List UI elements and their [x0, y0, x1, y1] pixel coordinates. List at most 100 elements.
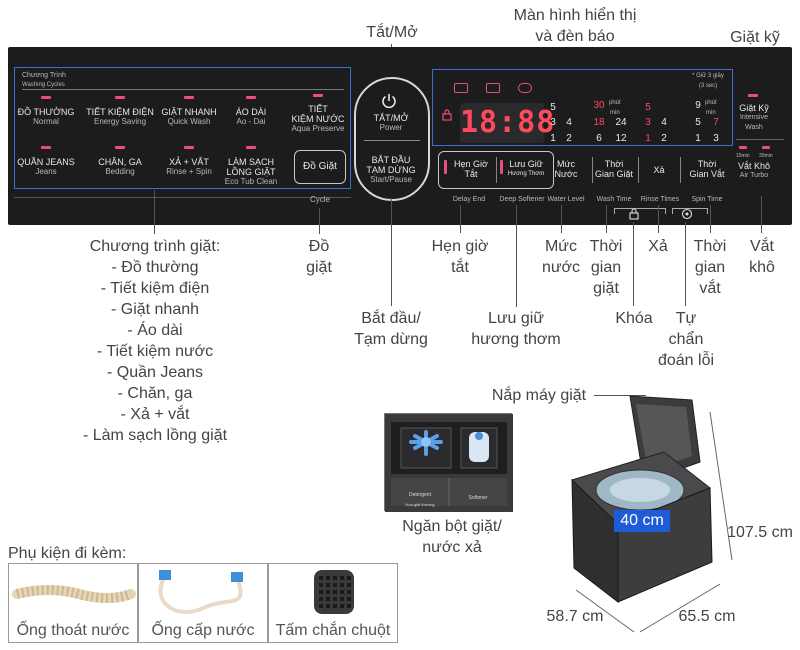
softener-led — [500, 160, 503, 174]
cycle-led-normal — [41, 96, 51, 99]
washing-machine — [571, 395, 713, 604]
wash-time-18: 18 — [593, 117, 605, 128]
cycle-led-tub-clean — [246, 146, 256, 149]
water-level-en: Water Level — [547, 196, 585, 203]
callout-delay: Hẹn giờ tắt — [431, 238, 489, 276]
callout-drawer: Ngăn bột giặt/ nước xả — [402, 518, 502, 556]
dim-height-label: 107.5 cm — [727, 524, 793, 541]
callout-line-diag — [685, 222, 686, 306]
deep-softener-en: Deep Softener — [499, 196, 545, 203]
lock-bracket — [614, 208, 666, 214]
spin-time-en: Spin Time — [691, 196, 723, 203]
panel-bottom-rule — [14, 197, 351, 198]
rinse-5: 5 — [645, 102, 651, 113]
callout-line-softener — [516, 205, 517, 307]
dim-width-line — [575, 589, 635, 633]
wash-time-12: 12 — [615, 133, 627, 144]
lock-icon — [629, 207, 639, 220]
callout-line-lock — [633, 222, 634, 306]
cycle-led-quick — [184, 96, 194, 99]
turbo-led-15 — [739, 146, 747, 149]
power-start-divider — [364, 140, 420, 141]
diag-bracket — [672, 208, 708, 214]
callout-line-programs — [154, 190, 155, 234]
spin-7: 7 — [713, 117, 719, 128]
hold-3s-note: * Giữ 3 giây(3 sec) — [692, 73, 724, 89]
callout-line-airturbo — [761, 196, 762, 233]
intensive-turbo-divider — [736, 139, 784, 140]
drain-hose-icon — [12, 585, 136, 603]
cycle-led-energy — [115, 96, 125, 99]
accessory-drain-hose: Ống thoát nước — [8, 563, 138, 643]
delay-soft-divider — [496, 157, 497, 183]
dim-width-label: 58.7 cm — [546, 608, 604, 625]
callout-display: Màn hình hiển thị và đèn báo — [513, 7, 637, 45]
lid-glass — [636, 404, 692, 472]
spin-5: 5 — [695, 117, 701, 128]
dim-depth-label: 65.5 cm — [678, 608, 736, 625]
cycles-subtitle: Washing Cycles — [22, 82, 65, 88]
turbo-30min: 30min — [759, 153, 773, 159]
accessories-title: Phụ kiện đi kèm: — [8, 545, 127, 562]
power-icon[interactable] — [380, 92, 398, 110]
callout-line-spintime — [710, 205, 711, 233]
delay-end-en: Delay End — [452, 196, 486, 203]
water-level-1: 1 — [550, 133, 556, 144]
spin-3: 3 — [713, 133, 719, 144]
cycle-button[interactable]: Đồ Giặt — [294, 150, 346, 184]
inlet-hose-icon — [158, 570, 243, 614]
intensive-led — [748, 94, 758, 97]
wash-time-30: 30 — [593, 100, 605, 111]
rinse-button[interactable]: Xả — [653, 165, 665, 175]
dim-inner-label: 40 cm — [620, 512, 664, 529]
cycle-led-aodai — [246, 96, 256, 99]
spin-9: 9 — [695, 100, 701, 111]
diag-icon — [681, 207, 693, 220]
dimension-lines — [575, 411, 733, 633]
cycles-frame — [14, 67, 351, 189]
callout-line-washtime — [606, 205, 607, 233]
accessory-inlet-hose: Ống cấp nước — [138, 563, 268, 643]
wash-time-6: 6 — [596, 133, 602, 144]
callout-line-cycle — [319, 208, 320, 234]
callout-start: Bắt đầu/ Tạm dừng — [354, 310, 428, 348]
cycle-en-label: Cycle — [309, 195, 330, 204]
drum-inner — [610, 478, 670, 502]
water-wash-divider — [592, 157, 593, 183]
dim-inner-box — [614, 510, 670, 532]
dim-height-line — [709, 411, 733, 561]
wash-icon — [518, 83, 532, 93]
dim-depth-line — [639, 583, 721, 633]
callout-rinse: Xả — [648, 238, 668, 255]
water-level-3: 3 — [550, 117, 556, 128]
water-level-5: 5 — [550, 102, 556, 113]
cycles-divider — [22, 89, 344, 90]
callout-cycle: Đồ giặt — [306, 238, 332, 276]
callout-airturbo: Vắt khô — [749, 238, 775, 276]
display-frame — [432, 69, 733, 146]
spin-1: 1 — [695, 133, 701, 144]
rinse-4: 4 — [661, 117, 667, 128]
